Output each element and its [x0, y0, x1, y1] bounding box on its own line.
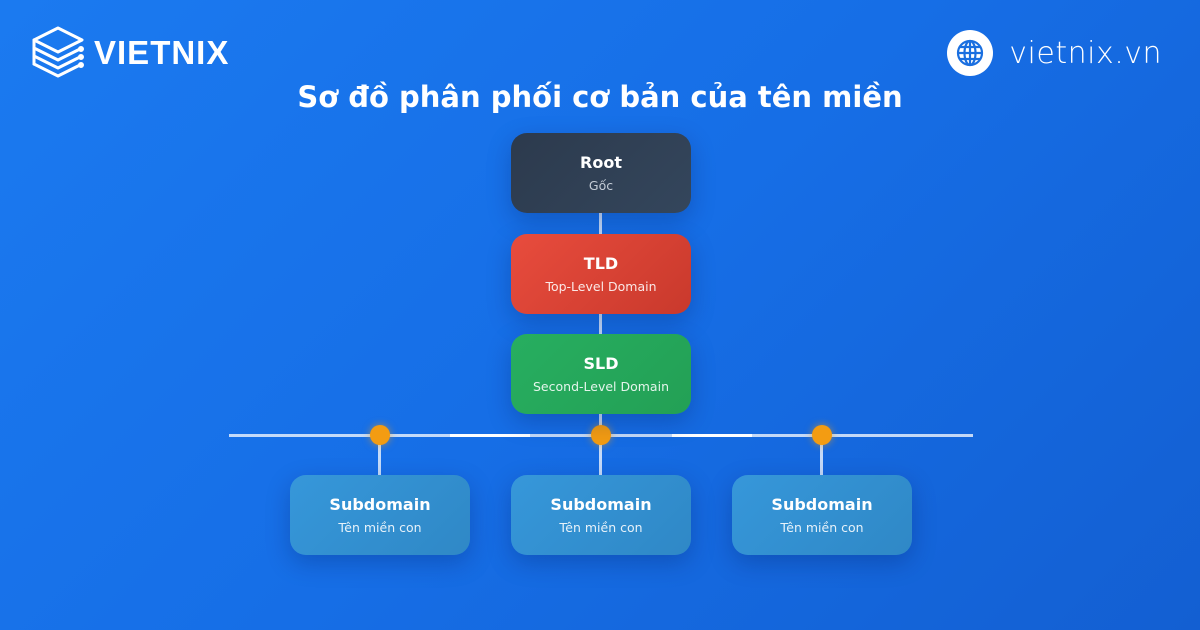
- node-subdomain-1: Subdomain Tên miền con: [290, 475, 470, 555]
- bus-highlight-right: [672, 434, 752, 437]
- diagram-title: Sơ đồ phân phối cơ bản của tên miền: [297, 80, 903, 114]
- node-subtitle: Tên miền con: [559, 520, 643, 535]
- node-subdomain-2: Subdomain Tên miền con: [511, 475, 691, 555]
- node-tld: TLD Top-Level Domain: [511, 234, 691, 314]
- node-title: TLD: [583, 254, 619, 273]
- node-subtitle: Gốc: [588, 178, 614, 193]
- connector-bus-sub1: [378, 436, 381, 475]
- connector-tld-sld: [599, 314, 602, 334]
- vietnix-logo: VIETNIX: [30, 24, 229, 82]
- junction-dot-2: [591, 425, 611, 445]
- bus-highlight-left: [450, 434, 530, 437]
- node-title: SLD: [583, 354, 619, 373]
- website-url: vietnix.vn: [1009, 35, 1162, 71]
- node-sld: SLD Second-Level Domain: [511, 334, 691, 414]
- node-subtitle: Tên miền con: [338, 520, 422, 535]
- junction-dot-3: [812, 425, 832, 445]
- node-title: Root: [580, 153, 622, 172]
- website-badge: vietnix.vn: [947, 30, 1162, 76]
- connector-root-tld: [599, 213, 602, 234]
- connector-bus-sub2: [599, 436, 602, 475]
- connector-bus-sub3: [820, 436, 823, 475]
- node-title: Subdomain: [771, 495, 873, 514]
- node-title: Subdomain: [550, 495, 652, 514]
- logo-text: VIETNIX: [94, 34, 230, 71]
- junction-dot-1: [370, 425, 390, 445]
- globe-icon-wrapper: [947, 30, 994, 76]
- node-subtitle: Top-Level Domain: [545, 279, 657, 294]
- node-subdomain-3: Subdomain Tên miền con: [732, 475, 912, 555]
- node-subtitle: Tên miền con: [780, 520, 864, 535]
- node-root: Root Gốc: [511, 133, 691, 213]
- node-title: Subdomain: [329, 495, 431, 514]
- stacked-server-icon: [32, 26, 84, 78]
- node-subtitle: Second-Level Domain: [533, 379, 669, 394]
- globe-icon: [957, 39, 984, 67]
